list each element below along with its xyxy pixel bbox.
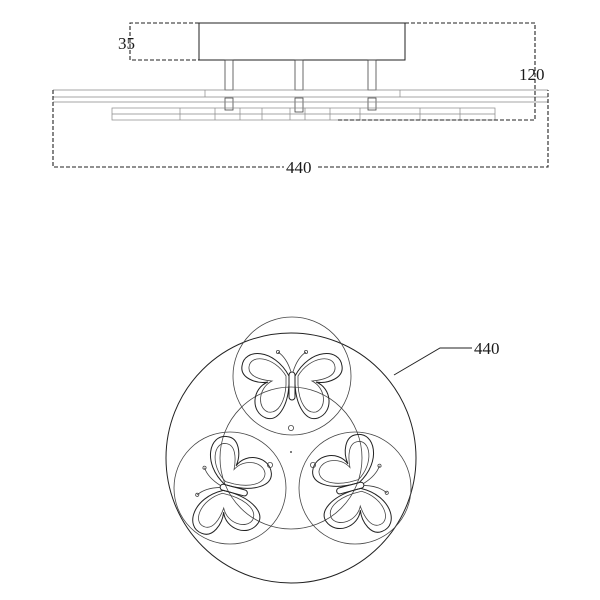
side-view: 35 120 440 bbox=[52, 22, 549, 177]
center-plate bbox=[219, 386, 363, 530]
butterfly-disc-top bbox=[232, 316, 352, 436]
dim-label-35: 35 bbox=[118, 34, 135, 53]
dimension-canopy-height: 35 bbox=[118, 22, 199, 61]
dimension-diameter: 440 bbox=[393, 339, 500, 376]
mounting-holes bbox=[266, 424, 316, 468]
butterfly-icon-left bbox=[185, 431, 279, 548]
butterfly-icon-right bbox=[305, 429, 399, 546]
dimension-width: 440 bbox=[52, 90, 549, 177]
dim-label-120: 120 bbox=[519, 65, 545, 84]
butterfly-disc-right bbox=[298, 429, 412, 546]
dim-label-440-side: 440 bbox=[286, 158, 312, 177]
support-rods bbox=[224, 59, 377, 113]
butterfly-icon-top bbox=[241, 349, 343, 420]
dimension-total-height: 120 bbox=[338, 22, 545, 121]
outer-ring bbox=[165, 332, 417, 584]
acrylic-plates bbox=[53, 89, 548, 121]
butterfly-disc-left bbox=[173, 431, 287, 548]
top-view: 440 bbox=[165, 316, 500, 584]
canopy bbox=[198, 22, 406, 61]
dim-label-440-top: 440 bbox=[474, 339, 500, 358]
